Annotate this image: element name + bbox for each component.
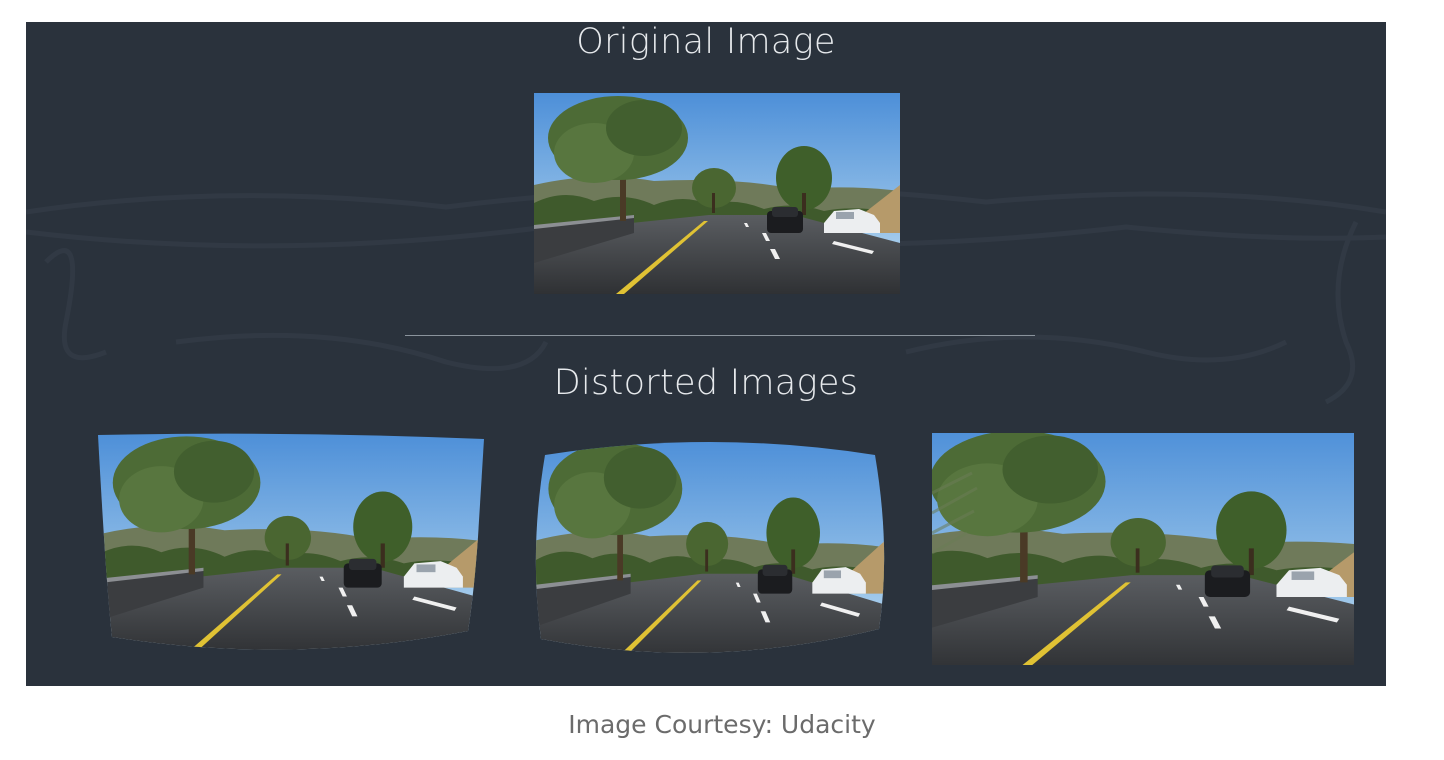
distorted-road-photo-1	[98, 433, 484, 655]
original-road-photo	[534, 93, 900, 294]
slide: Original Image Distorted Images	[26, 22, 1386, 686]
section-divider	[405, 335, 1035, 336]
original-image-title: Original Image	[576, 22, 836, 62]
distorted-road-photo-3	[932, 433, 1354, 665]
image-caption: Image Courtesy: Udacity	[568, 710, 876, 739]
distorted-road-photo-2	[535, 439, 885, 661]
distorted-images-title: Distorted Images	[553, 363, 859, 403]
